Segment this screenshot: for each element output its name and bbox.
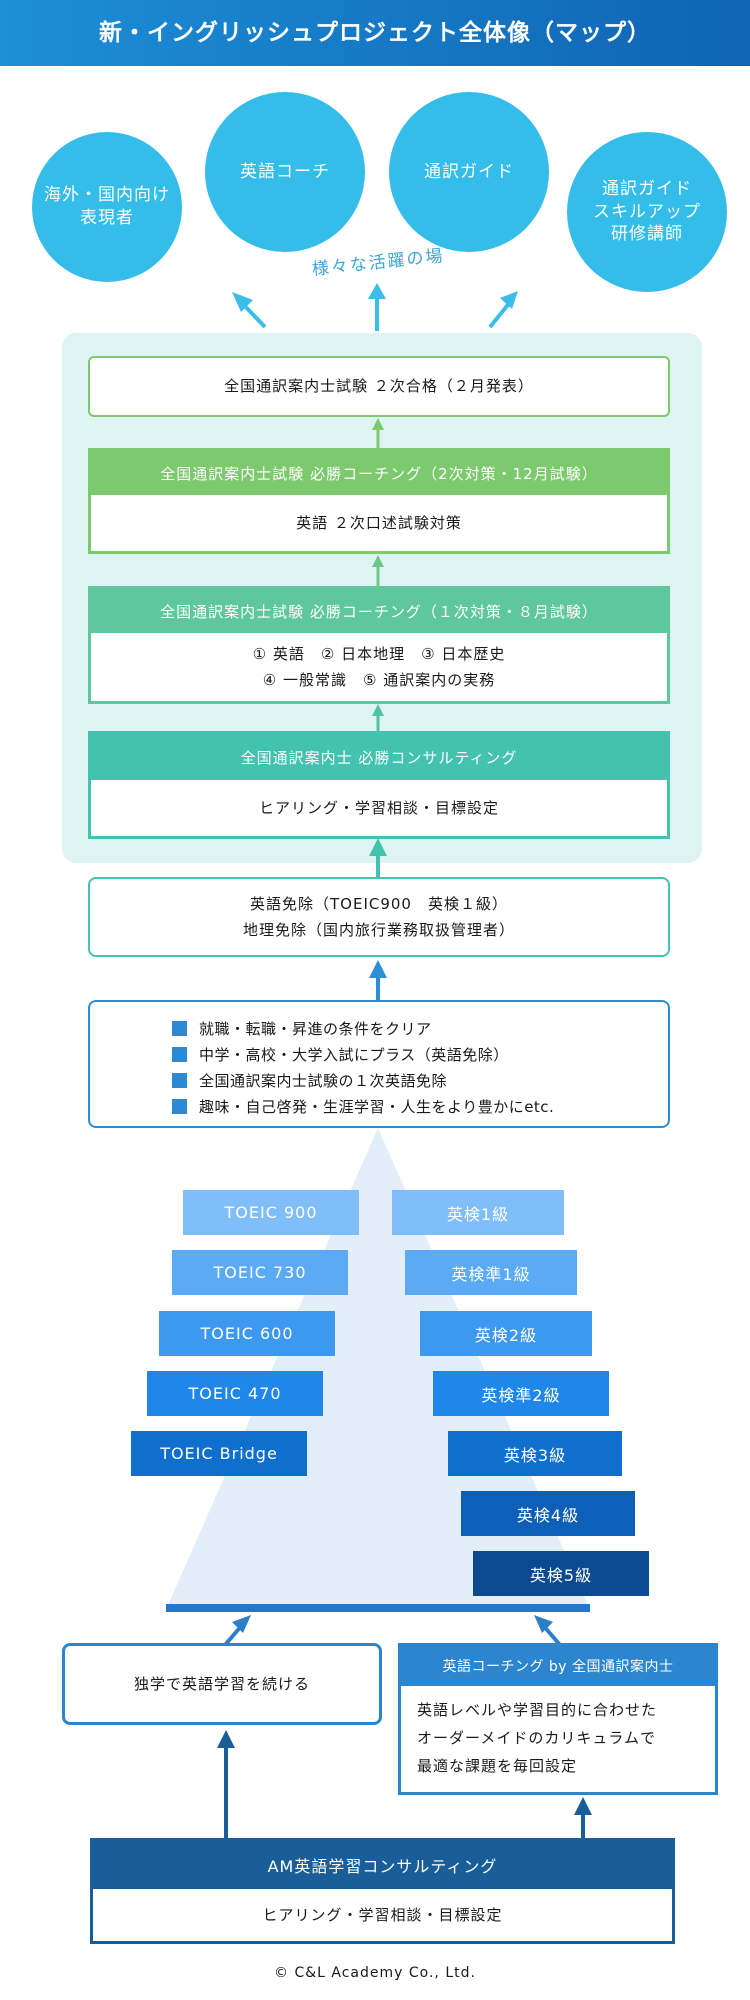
second-exam-coaching-card: 全国通訳案内士試験 必勝コーチング（2次対策・12月試験） 英語 ２次口述試験対… [88,448,670,554]
eiken-level-4: 英検4級 [461,1491,635,1536]
am-consulting-title: AM英語学習コンサルティング [93,1841,672,1889]
toeic-level-900: TOEIC 900 [183,1190,359,1235]
toeic-level-730: TOEIC 730 [172,1250,348,1295]
pyramid-base [166,1604,590,1612]
bullet-square-icon [172,1046,187,1062]
eiken-level-5: 英検5級 [473,1551,649,1596]
bullet-square-icon [172,1020,187,1036]
toeic-level-bridge: TOEIC Bridge [131,1431,307,1476]
eiken-level-pre2: 英検準2級 [433,1371,609,1416]
guide-consulting-title: 全国通訳案内士 必勝コンサルティング [91,734,667,780]
benefits-list: 就職・転職・昇進の条件をクリア 中学・高校・大学入試にプラス（英語免除） 全国通… [88,1000,670,1128]
guide-consulting-body: ヒアリング・学習相談・目標設定 [91,780,667,836]
eiken-level-2: 英検2級 [420,1311,592,1356]
arrow-up-icon [232,283,518,331]
level-pyramid [168,1128,588,1605]
toeic-level-470: TOEIC 470 [147,1371,323,1416]
bullet-square-icon [172,1098,187,1114]
role-circle-performer: 海外・国内向け 表現者 [32,132,182,282]
am-consulting-card: AM英語学習コンサルティング ヒアリング・学習相談・目標設定 [90,1838,675,1944]
list-item: 中学・高校・大学入試にプラス（英語免除） [172,1041,668,1067]
arrow-up-icon [217,1615,592,1838]
first-exam-coaching-card: 全国通訳案内士試験 必勝コーチング（１次対策・８月試験） ① 英語 ② 日本地理… [88,586,670,704]
bullet-square-icon [172,1072,187,1088]
english-coaching-body: 英語レベルや学習目的に合わせた オーダーメイドのカリキュラムで 最適な課題を毎回… [401,1686,715,1792]
arrow-up-icon [369,418,387,1000]
first-exam-coaching-title: 全国通訳案内士試験 必勝コーチング（１次対策・８月試験） [91,589,667,633]
list-item: 全国通訳案内士試験の１次英語免除 [172,1067,668,1093]
role-circle-trainer: 通訳ガイド スキルアップ 研修講師 [567,132,727,292]
am-consulting-body: ヒアリング・学習相談・目標設定 [93,1889,672,1941]
copyright: © C&L Academy Co., Ltd. [274,1965,476,1981]
guide-consulting-card: 全国通訳案内士 必勝コンサルティング ヒアリング・学習相談・目標設定 [88,731,670,839]
eiken-level-3: 英検3級 [448,1431,622,1476]
second-exam-coaching-body: 英語 ２次口述試験対策 [91,495,667,551]
second-exam-pass-box: 全国通訳案内士試験 ２次合格（２月発表） [88,356,670,417]
eiken-level-pre1: 英検準1級 [405,1250,577,1295]
english-coaching-card: 英語コーチング by 全国通訳案内士 英語レベルや学習目的に合わせた オーダーメ… [398,1643,718,1795]
page-title: 新・イングリッシュプロジェクト全体像（マップ） [0,0,750,66]
list-item: 趣味・自己啓発・生涯学習・人生をより豊かにetc. [172,1093,668,1119]
role-circle-interpreter-guide: 通訳ガイド [389,92,549,252]
toeic-level-600: TOEIC 600 [159,1311,335,1356]
self-study-box: 独学で英語学習を続ける [62,1643,382,1725]
second-exam-coaching-title: 全国通訳案内士試験 必勝コーチング（2次対策・12月試験） [91,451,667,495]
eiken-level-1: 英検1級 [392,1190,564,1235]
list-item: 就職・転職・昇進の条件をクリア [172,1015,668,1041]
role-circle-english-coach: 英語コーチ [205,92,365,252]
exemption-box: 英語免除（TOEIC900 英検１級） 地理免除（国内旅行業務取扱管理者） [88,877,670,957]
english-coaching-title: 英語コーチング by 全国通訳案内士 [401,1646,715,1686]
first-exam-coaching-body: ① 英語 ② 日本地理 ③ 日本歴史 ④ 一般常識 ⑤ 通訳案内の実務 [91,633,667,701]
